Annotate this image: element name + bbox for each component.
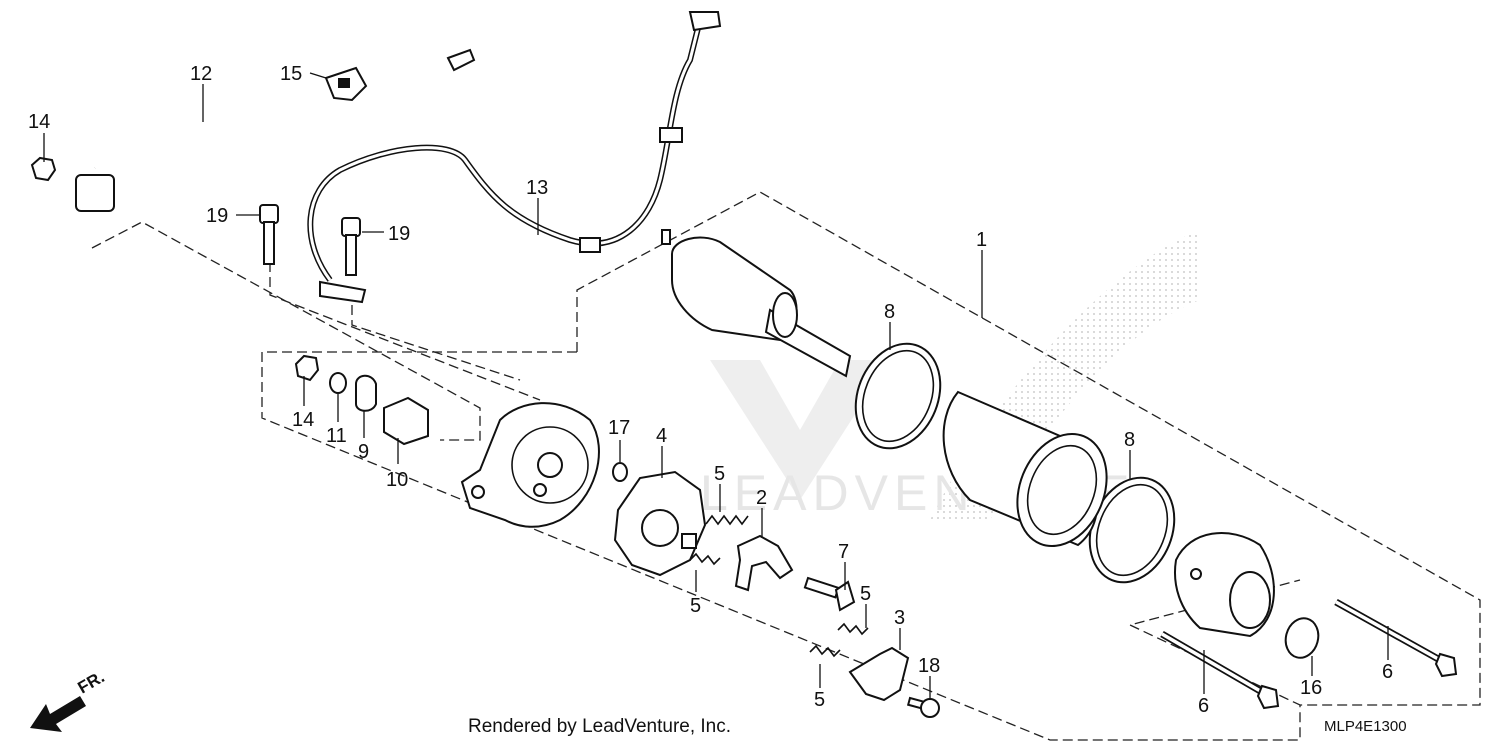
assembly-outlines bbox=[91, 191, 1481, 741]
callout-8-left: 8 bbox=[884, 301, 895, 323]
bolt-6-right bbox=[1334, 598, 1458, 678]
clip-15 bbox=[324, 66, 368, 102]
callout-15: 15 bbox=[280, 63, 302, 85]
callout-2: 2 bbox=[756, 487, 767, 509]
o-ring-8-left bbox=[854, 342, 942, 450]
brush-holder-4 bbox=[613, 470, 707, 577]
callout-3: 3 bbox=[894, 607, 905, 629]
callout-19-right: 19 bbox=[388, 223, 410, 245]
callout-17: 17 bbox=[608, 417, 630, 439]
nut-14-top bbox=[30, 156, 57, 182]
callout-19-left: 19 bbox=[206, 205, 228, 227]
bolt-19-right bbox=[341, 217, 361, 276]
callout-6-left: 6 bbox=[1198, 695, 1209, 717]
rendered-by-credit: Rendered by LeadVenture, Inc. bbox=[468, 716, 732, 737]
spring-5-bottom bbox=[809, 644, 841, 658]
callout-6-right: 6 bbox=[1382, 661, 1393, 683]
callout-14-lower: 14 bbox=[292, 409, 314, 431]
terminal-10 bbox=[383, 396, 429, 446]
callout-16: 16 bbox=[1300, 677, 1322, 699]
o-ring-17 bbox=[612, 462, 628, 482]
front-direction-label: FR. bbox=[75, 667, 108, 697]
callout-5-bottom: 5 bbox=[814, 689, 825, 711]
callouts: 1 2 3 4 5 5 5 5 6 6 7 8 8 9 10 11 12 13 … bbox=[28, 63, 1393, 717]
front-cover bbox=[460, 402, 600, 528]
screw-18 bbox=[906, 696, 940, 718]
cable-terminal-boot bbox=[75, 174, 115, 212]
bolt-19-left bbox=[259, 204, 279, 265]
spring-5-right bbox=[837, 622, 869, 636]
callout-13: 13 bbox=[526, 177, 548, 199]
cable-13 bbox=[307, 11, 722, 304]
armature bbox=[661, 229, 852, 378]
brush-2 bbox=[734, 534, 794, 592]
bolt-7 bbox=[803, 576, 856, 612]
cable-12 bbox=[75, 48, 476, 212]
washer-11 bbox=[329, 372, 347, 394]
callout-8-right: 8 bbox=[1124, 429, 1135, 451]
brush-3 bbox=[848, 646, 910, 702]
callout-9: 9 bbox=[358, 441, 369, 463]
diagram-code: MLP4E1300 bbox=[1324, 718, 1407, 735]
o-ring-16 bbox=[1284, 617, 1320, 659]
callout-5-upper: 5 bbox=[714, 463, 725, 485]
bushing-9 bbox=[355, 374, 377, 412]
callout-14-top: 14 bbox=[28, 111, 50, 133]
rear-cover bbox=[1174, 532, 1275, 638]
nut-14-lower bbox=[294, 354, 320, 382]
callout-4: 4 bbox=[656, 425, 667, 447]
callout-12: 12 bbox=[190, 63, 212, 85]
bolt-6-left bbox=[1160, 630, 1280, 710]
callout-1: 1 bbox=[976, 229, 987, 251]
spring-5-lower bbox=[689, 552, 721, 566]
leader-lines bbox=[43, 72, 1389, 698]
callout-5-right: 5 bbox=[860, 583, 871, 605]
front-direction-arrow-icon: FR. bbox=[30, 667, 108, 732]
callout-18: 18 bbox=[918, 655, 940, 677]
watermark: LEADVENTURE bbox=[700, 230, 1200, 521]
callout-10: 10 bbox=[386, 469, 408, 491]
spring-5-upper bbox=[705, 514, 749, 526]
motor-yoke bbox=[942, 390, 1108, 548]
callout-11: 11 bbox=[326, 425, 347, 447]
callout-7: 7 bbox=[838, 541, 849, 563]
callout-5-lower: 5 bbox=[690, 595, 701, 617]
